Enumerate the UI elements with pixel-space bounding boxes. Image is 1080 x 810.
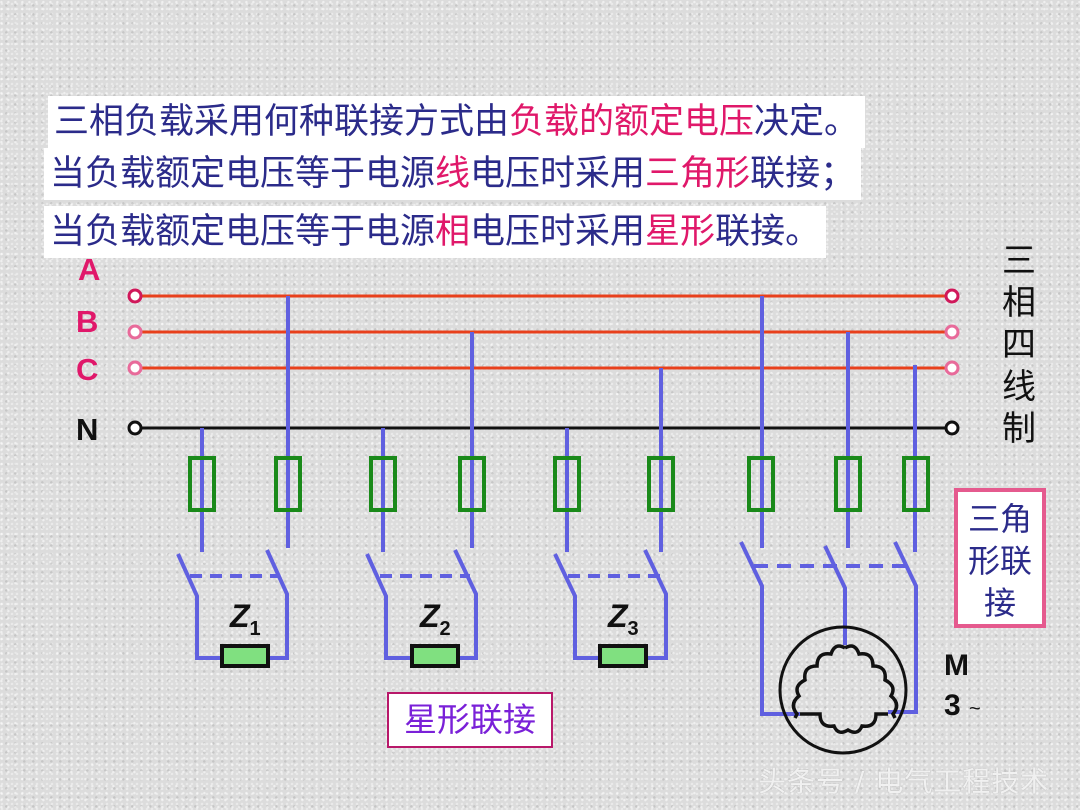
star-connection-label: 星形联接: [387, 692, 553, 748]
switch-icons: [176, 541, 918, 716]
delta-connection-label: 三角 形联 接: [954, 488, 1046, 628]
phase-wires: [142, 294, 946, 370]
bus-label-a: A: [78, 252, 101, 287]
fuse-icons: [188, 456, 930, 512]
title-text: 决定。: [754, 102, 860, 142]
highlighted-text: 三角形: [645, 154, 751, 194]
watermark: 头条号 / 电气工程技术: [758, 765, 1050, 798]
title-line-3: 当负载额定电压等于电源相电压时采用星形联接。: [44, 206, 827, 258]
highlighted-text: 相: [435, 212, 471, 252]
highlighted-text: 线: [435, 154, 471, 194]
bus-label-b: B: [76, 304, 99, 339]
load-label-z3: Z3: [608, 598, 639, 640]
terminal-icons: [127, 288, 960, 436]
bus-label-n: N: [76, 412, 99, 447]
title-text: 三相负载采用何种联接方式由: [54, 102, 510, 142]
title-text: 电压时采用: [470, 154, 646, 194]
load-label-z2: Z2: [420, 598, 451, 640]
title-text: 联接。: [715, 212, 821, 252]
title-text: 当负载额定电压等于电源: [50, 154, 436, 194]
system-label: 三 相 四 线 制: [1002, 241, 1036, 449]
load-resistor-icons: [220, 644, 648, 668]
motor-icon: [778, 625, 908, 755]
title-text: 电压时采用: [470, 212, 646, 252]
highlighted-text: 星形: [645, 212, 716, 252]
drop-wires: [200, 296, 917, 552]
title-line-2: 当负载额定电压等于电源线电压时采用三角形联接；: [44, 148, 862, 200]
bus-label-c: C: [76, 352, 99, 387]
highlighted-text: 负载的额定电压: [509, 102, 755, 142]
load-label-z1: Z1: [230, 598, 261, 640]
title-text: 联接；: [750, 154, 856, 194]
motor-label: M 3 ~: [944, 649, 981, 722]
title-line-1: 三相负载采用何种联接方式由负载的额定电压决定。: [48, 96, 866, 148]
title-text: 当负载额定电压等于电源: [50, 212, 436, 252]
